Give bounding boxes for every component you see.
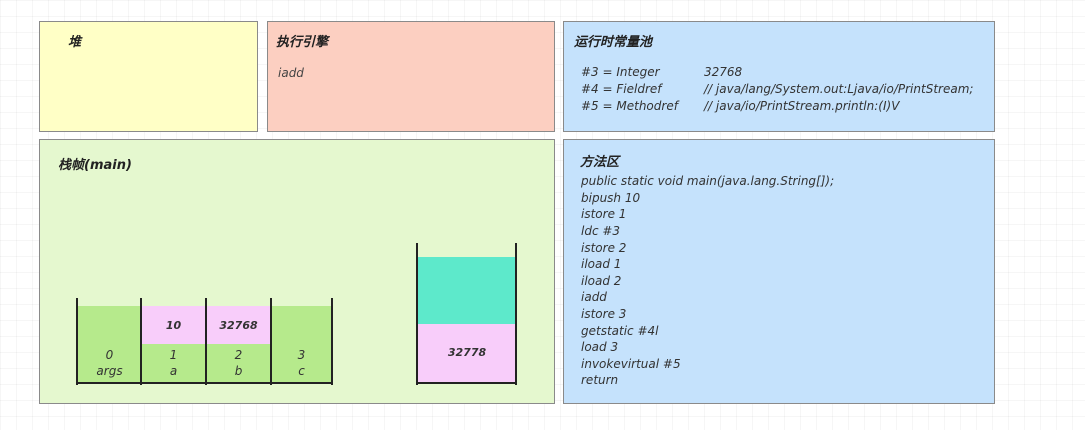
bytecode-line: load 3 <box>581 340 619 354</box>
heap-title: 堆 <box>68 35 82 50</box>
constant-key: #5 = Methodref <box>581 99 678 113</box>
bytecode-line: istore 2 <box>581 241 627 255</box>
bytecode-line: iload 2 <box>581 274 622 288</box>
constant-value: // java/lang/System.out:Ljava/io/PrintSt… <box>704 82 974 96</box>
local-slot-1: 1 a <box>141 344 206 383</box>
stack-floor <box>416 382 517 384</box>
current-instruction: iadd <box>278 66 304 80</box>
constant-value: 32768 <box>704 65 743 79</box>
bytecode-line: bipush 10 <box>581 191 641 205</box>
bytecode-line: istore 3 <box>581 307 627 321</box>
method-area-panel: 方法区 public static void main(java.lang.St… <box>563 139 995 404</box>
method-area-title: 方法区 <box>580 155 620 170</box>
table-left-wall <box>76 298 78 385</box>
operand-stack-slot: 32778 <box>418 324 516 383</box>
bytecode-line: return <box>581 373 619 387</box>
slot-value: 32768 <box>219 319 258 332</box>
slot-name: c <box>298 364 305 378</box>
operand-stack-value: 32778 <box>447 346 487 359</box>
stack-left-wall <box>416 243 418 385</box>
slot-index: 2 <box>234 348 243 362</box>
constant-pool-row: #4 = Fieldref // java/lang/System.out:Lj… <box>581 82 981 98</box>
slot-name: args <box>96 364 123 378</box>
slot-index: 0 <box>105 348 114 362</box>
bytecode-line: iadd <box>581 290 607 304</box>
constant-value: // java/io/PrintStream.println:(I)V <box>704 99 900 113</box>
slot-divider <box>140 298 142 385</box>
stack-frame-panel: 栈帧(main) 0 args 10 1 a 32768 2 b 3 c <box>39 139 555 404</box>
bytecode-line: iload 1 <box>581 257 622 271</box>
slot-index: 1 <box>169 348 178 362</box>
slot-value: 10 <box>165 319 182 332</box>
slot-index: 3 <box>297 348 306 362</box>
bytecode-line: invokevirtual #5 <box>581 357 681 371</box>
slot-name: a <box>169 364 178 378</box>
slot-value-cell: 10 <box>141 306 206 344</box>
constant-pool-row: #3 = Integer 32768 <box>581 65 981 81</box>
bytecode-line: public static void main(java.lang.String… <box>581 174 835 188</box>
constant-pool-row: #5 = Methodref // java/io/PrintStream.pr… <box>581 99 981 115</box>
bytecode-line: istore 1 <box>581 207 627 221</box>
execution-engine-title: 执行引擎 <box>276 35 329 50</box>
slot-name: b <box>234 364 243 378</box>
execution-engine-panel: 执行引擎 iadd <box>267 21 555 132</box>
constant-key: #3 = Integer <box>581 65 660 79</box>
slot-divider <box>205 298 207 385</box>
stack-right-wall <box>515 243 517 385</box>
operand-stack-top-slot <box>418 257 516 324</box>
constant-key: #4 = Fieldref <box>581 82 662 96</box>
table-floor <box>76 382 333 384</box>
runtime-constant-pool-panel: 运行时常量池 #3 = Integer 32768 #4 = Fieldref … <box>563 21 995 132</box>
bytecode-line: getstatic #4l <box>581 324 659 338</box>
slot-value-cell: 32768 <box>206 306 271 344</box>
local-slot-3: 3 c <box>271 306 332 383</box>
slot-divider <box>270 298 272 385</box>
local-slot-2: 2 b <box>206 344 271 383</box>
local-slot-0: 0 args <box>78 306 141 383</box>
heap-panel: 堆 <box>39 21 258 132</box>
bytecode-line: ldc #3 <box>581 224 621 238</box>
constant-pool-title: 运行时常量池 <box>574 35 653 50</box>
table-right-wall <box>331 298 333 385</box>
stack-frame-title: 栈帧(main) <box>58 158 132 173</box>
